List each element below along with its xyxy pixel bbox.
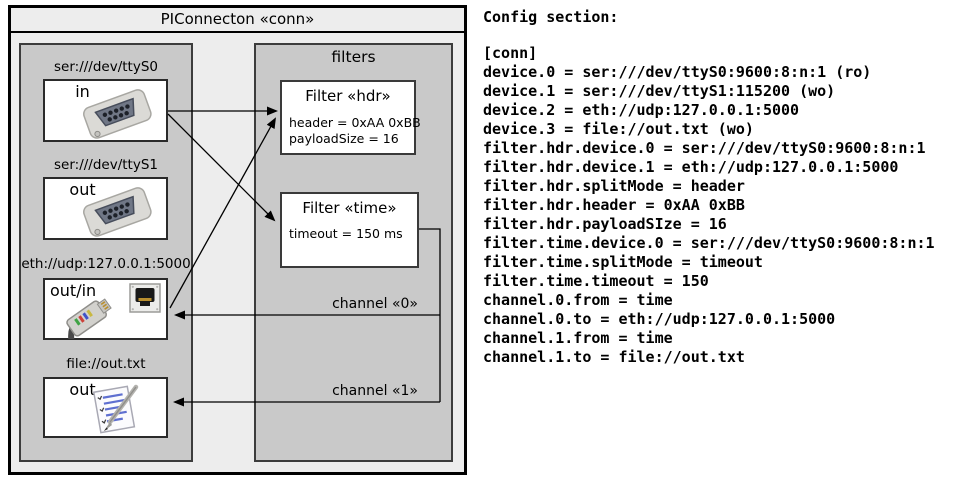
piconnecton-diagram: PIConnecton «conn» filters ser:///dev/tt… [8, 5, 467, 475]
filter-property: header = 0xAA 0xBB [289, 115, 421, 130]
config-line: device.0 = ser:///dev/ttyS0:9600:8:n:1 (… [483, 63, 872, 81]
device-box-eth: out/in [43, 278, 168, 340]
device-uri-label-ttys1: ser:///dev/ttyS1 [54, 157, 158, 173]
config-line: filter.hdr.device.0 = ser:///dev/ttyS0:9… [483, 139, 926, 157]
filter-title: Filter «time» [302, 199, 397, 217]
config-line: filter.hdr.payloadSIze = 16 [483, 215, 727, 233]
config-line: filter.time.splitMode = timeout [483, 253, 763, 271]
config-section: Config section: [conn] device.0 = ser://… [483, 8, 935, 367]
device-direction-label: out [69, 380, 96, 399]
filter-property: timeout = 150 ms [289, 226, 403, 241]
config-line: channel.0.to = eth://udp:127.0.0.1:5000 [483, 310, 836, 328]
config-line: filter.hdr.header = 0xAA 0xBB [483, 196, 745, 214]
config-lines: [conn] device.0 = ser:///dev/ttyS0:9600:… [483, 44, 935, 367]
filter-title: Filter «hdr» [305, 87, 391, 105]
device-uri-label-ttys0: ser:///dev/ttyS0 [54, 59, 158, 75]
device-uri-label-eth: eth://udp:127.0.0.1:5000 [21, 256, 191, 272]
channel-1-label: channel «1» [332, 383, 418, 399]
config-line: filter.hdr.splitMode = header [483, 177, 745, 195]
channel-0-label: channel «0» [332, 296, 418, 312]
config-line: filter.time.device.0 = ser:///dev/ttyS0:… [483, 234, 935, 252]
config-line: filter.time.timeout = 150 [483, 272, 709, 290]
device-direction-label: out [69, 180, 96, 199]
device-direction-label: in [75, 82, 90, 101]
notepad-pen-icon [92, 384, 139, 434]
config-line: device.2 = eth://udp:127.0.0.1:5000 [483, 101, 800, 119]
serial-connector-icon [83, 187, 152, 237]
device-uri-label-file: file://out.txt [66, 356, 146, 372]
config-line: [conn] [483, 44, 538, 62]
filter-box-hdr: Filter «hdr» header = 0xAA 0xBB payloadS… [280, 80, 421, 155]
device-box-file: out [43, 377, 168, 438]
config-line: channel.1.from = time [483, 329, 673, 347]
config-line: filter.hdr.device.1 = eth://udp:127.0.0.… [483, 158, 899, 176]
diagram-title: PIConnecton «conn» [11, 8, 464, 33]
device-box-ttys1: out [43, 177, 168, 240]
config-line: device.3 = file://out.txt (wo) [483, 120, 754, 138]
serial-connector-icon [83, 89, 152, 139]
config-line: device.1 = ser:///dev/ttyS1:115200 (wo) [483, 82, 836, 100]
ethernet-port-icon [129, 283, 161, 313]
config-heading: Config section: [483, 8, 619, 26]
filter-property: payloadSize = 16 [289, 130, 399, 146]
filter-box-time: Filter «time» timeout = 150 ms [280, 192, 419, 268]
config-line: channel.0.from = time [483, 291, 673, 309]
device-box-ttys0: in [43, 79, 168, 142]
config-line: channel.1.to = file://out.txt [483, 348, 745, 366]
ethernet-plug-icon [66, 298, 112, 339]
device-direction-label: out/in [50, 281, 97, 300]
filters-panel-label: filters [331, 48, 376, 66]
